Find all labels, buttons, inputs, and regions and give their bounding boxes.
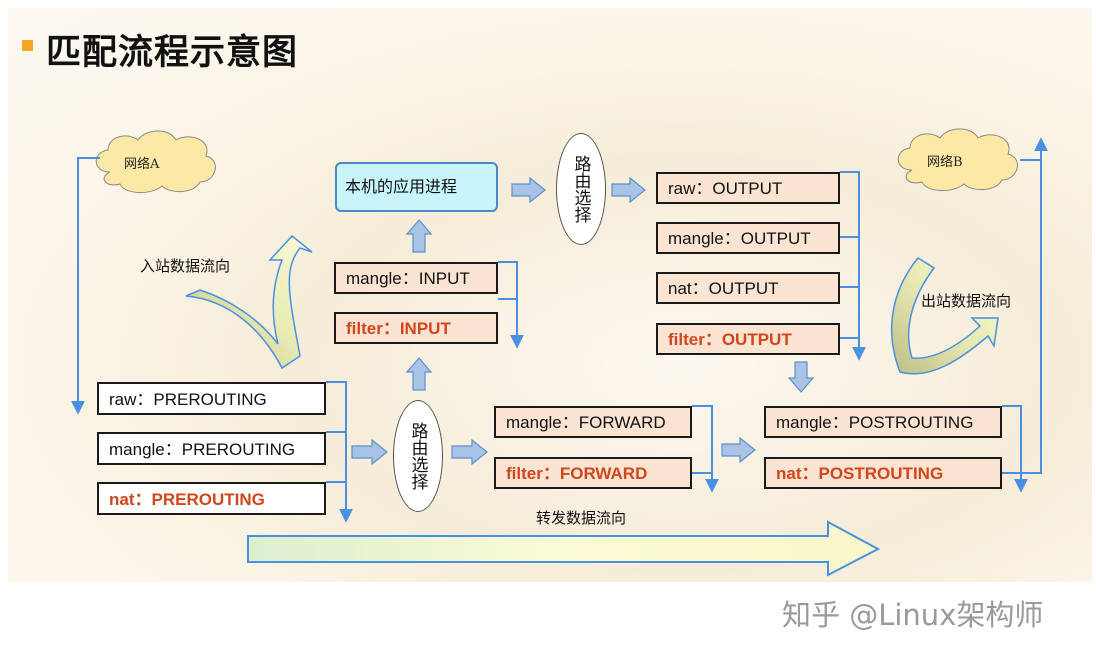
chain-filter-forward: filter：FORWARD xyxy=(494,457,692,489)
cloud-network-a xyxy=(95,130,216,193)
outbound-flow-arrow xyxy=(891,257,999,375)
chain-nat-prerouting: nat：PREROUTING xyxy=(97,482,326,515)
cloud-a-label: 网络A xyxy=(124,157,160,172)
routing-decision-top: 路由选择 xyxy=(556,133,606,245)
chain-mangle-postrouting: mangle：POSTROUTING xyxy=(764,406,1002,438)
local-process-box: 本机的应用进程 xyxy=(335,162,498,212)
inbound-flow-label: 入站数据流向 xyxy=(140,257,231,275)
chain-raw-prerouting: raw：PREROUTING xyxy=(97,382,326,415)
chain-nat-postrouting: nat：POSTROUTING xyxy=(764,457,1002,489)
inbound-flow-arrow xyxy=(185,234,313,370)
chain-mangle-input: mangle：INPUT xyxy=(334,262,498,294)
chain-mangle-output: mangle：OUTPUT xyxy=(656,222,840,254)
outbound-flow-label: 出站数据流向 xyxy=(921,292,1012,310)
watermark: 知乎 @Linux架构师 xyxy=(782,598,1044,632)
chain-mangle-prerouting: mangle：PREROUTING xyxy=(97,432,326,465)
chain-mangle-forward: mangle：FORWARD xyxy=(494,406,692,438)
forward-flow-label: 转发数据流向 xyxy=(536,509,627,527)
line-network-a-to-prerouting xyxy=(71,157,100,415)
chain-raw-output: raw：OUTPUT xyxy=(656,172,840,204)
chain-nat-output: nat：OUTPUT xyxy=(656,272,840,304)
routing-decision-bottom: 路由选择 xyxy=(393,400,443,512)
forward-flow-arrow xyxy=(247,520,881,577)
cloud-network-b xyxy=(897,128,1018,191)
title-bullet xyxy=(22,40,33,51)
block-arrows xyxy=(351,176,815,466)
chain-filter-input: filter：INPUT xyxy=(334,312,498,344)
page-title: 匹配流程示意图 xyxy=(46,33,299,73)
cloud-b-label: 网络B xyxy=(927,155,963,170)
chain-filter-output: filter：OUTPUT xyxy=(656,323,840,355)
